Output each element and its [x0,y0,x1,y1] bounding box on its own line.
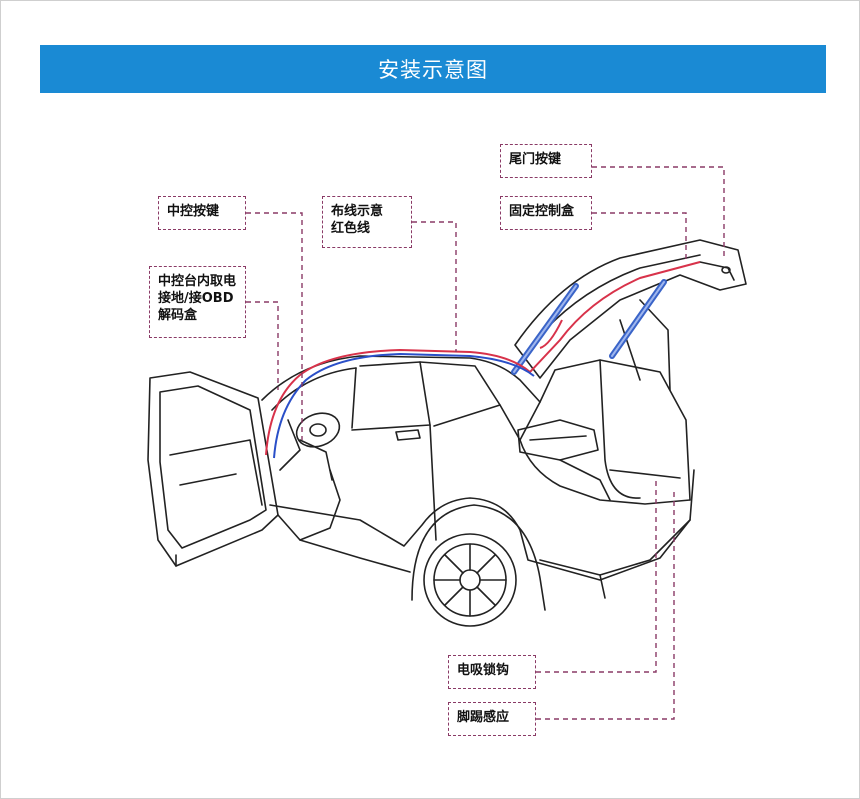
callout-tail-button: 尾门按键 [500,144,592,178]
callout-center-power-line3: 解码盒 [158,308,198,323]
trunk-opening [539,359,691,501]
callout-center-power: 中控台内取电 接地/接OBD 解码盒 [149,266,246,338]
callout-control-box-text: 固定控制盒 [509,204,575,219]
diagram-title: 安装示意图 [378,58,488,82]
rear-window [351,361,431,431]
blue-wire [273,352,535,459]
front-door [147,371,279,567]
rear-tire [423,533,517,627]
callout-wiring-line2: 红色线 [331,221,371,236]
steering-wheel [295,412,341,448]
wiring-harness [265,261,701,459]
callout-wiring-line1: 布线示意 [331,204,384,219]
callout-latch-text: 电吸锁钩 [457,663,510,678]
tail-light [517,419,599,461]
callout-tail-button-text: 尾门按键 [509,152,562,167]
callout-foot-sensor-text: 脚踢感应 [457,710,510,725]
callout-latch: 电吸锁钩 [448,655,536,689]
side-sill [277,514,411,573]
wheel-arch [411,504,546,611]
door-handle [395,429,421,441]
tailgate-struts [511,279,667,375]
title-banner: 安装示意图 [40,45,826,93]
roof-line [261,355,541,403]
tail-button-icon [721,266,731,274]
callout-center-power-line2: 接地/接OBD [158,291,234,306]
callout-wiring: 布线示意 红色线 [322,196,412,248]
callout-control-box: 固定控制盒 [500,196,592,230]
exhaust [599,574,606,599]
callout-center-button-text: 中控按键 [167,204,220,219]
leader-lines [246,166,725,720]
callout-center-power-line1: 中控台内取电 [158,274,237,289]
callout-foot-sensor: 脚踢感应 [448,702,536,736]
tailgate [514,239,747,379]
red-wire [265,261,701,456]
callout-center-button: 中控按键 [158,196,246,230]
